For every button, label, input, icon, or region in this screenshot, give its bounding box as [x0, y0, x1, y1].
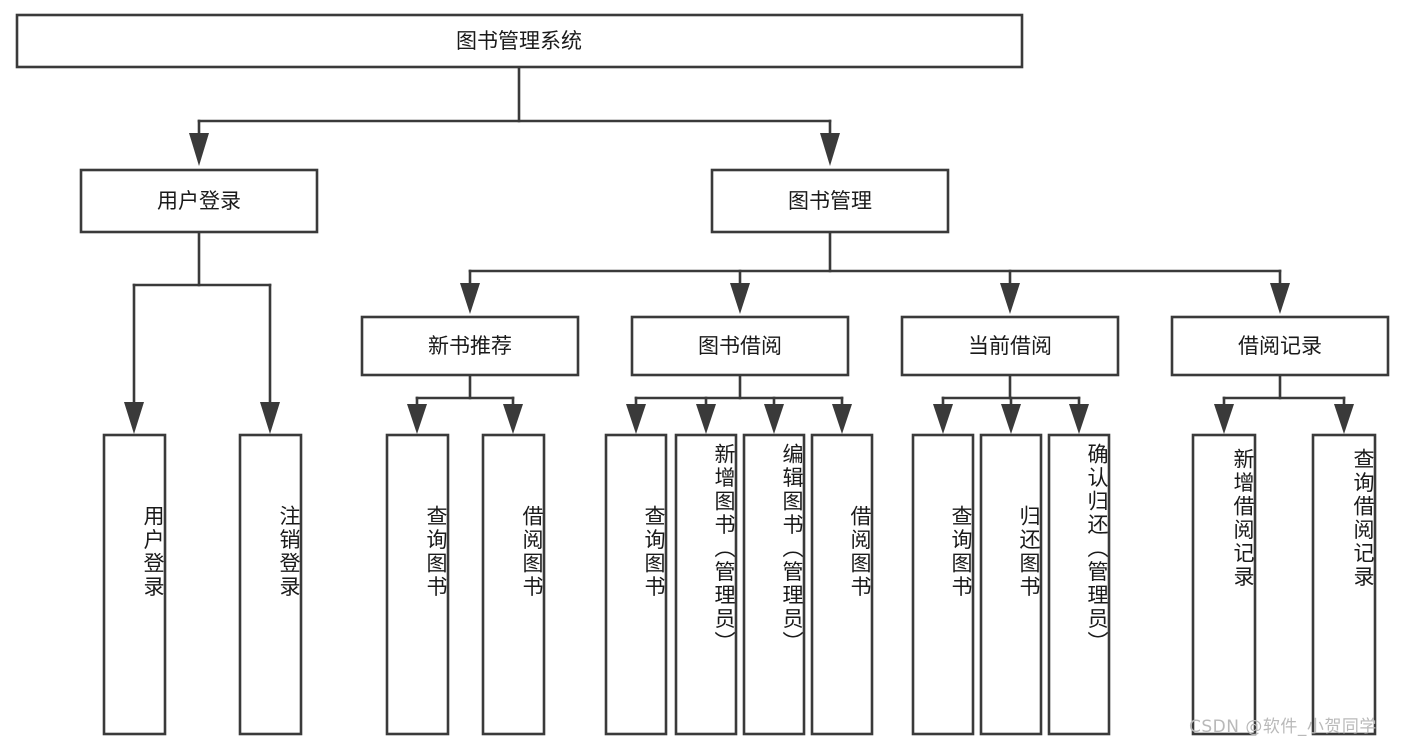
arrowhead-leaf-user-login	[124, 402, 144, 434]
leaf-group-new-book-recommend	[385, 433, 546, 736]
connector-group-bookmgmt-to-level3	[460, 230, 1290, 314]
arrowhead-bookborrow-leaf-1	[626, 404, 646, 434]
arrowhead-bookborrow-leaf-2	[696, 404, 716, 434]
connector-group-userlogin-to-leaves	[124, 230, 280, 434]
leaf-box-logout[interactable]	[238, 433, 303, 736]
connector-group-borrowrecord-to-leaves	[1214, 373, 1354, 434]
node-user-login-box[interactable]	[79, 168, 319, 234]
leaf-box-query-book-3[interactable]	[911, 433, 975, 736]
connector-group-currentborrow-to-leaves	[933, 373, 1089, 434]
arrowhead-newbook-leaf-1	[407, 404, 427, 434]
arrowhead-leaf-logout	[260, 402, 280, 434]
node-current-borrow-label: 当前借阅	[968, 334, 1052, 358]
leaf-box-confirm-return-admin[interactable]	[1047, 433, 1111, 736]
leaf-box-query-book-1[interactable]	[385, 433, 450, 736]
leaf-box-edit-book-admin[interactable]	[742, 433, 806, 736]
arrowhead-user-login	[189, 133, 209, 166]
leaf-box-query-borrow-record[interactable]	[1311, 433, 1377, 736]
node-book-borrow-label: 图书借阅	[698, 334, 782, 358]
arrowhead-book-mgmt	[820, 133, 840, 166]
node-new-book-recommend-box[interactable]	[360, 315, 580, 377]
leaf-box-borrow-book-1[interactable]	[481, 433, 546, 736]
node-book-borrow[interactable]: 图书借阅	[630, 315, 850, 377]
node-current-borrow-box[interactable]	[900, 315, 1120, 377]
arrowhead-borrowrecord-leaf-1	[1214, 404, 1234, 434]
connector-group-newbook-to-leaves	[407, 373, 523, 434]
node-user-login-label: 用户登录	[157, 189, 241, 213]
node-root[interactable]: 图书管理系统	[15, 13, 1024, 69]
leaf-group-borrow-record	[1191, 433, 1377, 736]
arrowhead-current-borrow	[1000, 283, 1020, 314]
leaf-box-add-book-admin[interactable]	[674, 433, 738, 736]
leaf-box-query-book-2[interactable]	[604, 433, 668, 736]
connector-group-root-to-level2	[189, 65, 840, 166]
arrowhead-newbook-leaf-2	[503, 404, 523, 434]
node-book-management-box[interactable]	[710, 168, 950, 234]
node-book-borrow-box[interactable]	[630, 315, 850, 377]
arrowhead-currentborrow-leaf-2	[1001, 404, 1021, 434]
node-book-management-label: 图书管理	[788, 189, 872, 213]
leaf-group-current-borrow	[911, 433, 1111, 736]
arrowhead-currentborrow-leaf-3	[1069, 404, 1089, 434]
leaf-box-add-borrow-record[interactable]	[1191, 433, 1257, 736]
arrowhead-borrowrecord-leaf-2	[1334, 404, 1354, 434]
arrowhead-book-borrow	[730, 283, 750, 314]
node-new-book-recommend-label: 新书推荐	[428, 334, 512, 358]
node-root-label: 图书管理系统	[456, 29, 582, 53]
arrowhead-new-book-recommend	[460, 283, 480, 314]
leaf-box-return-book[interactable]	[979, 433, 1043, 736]
leaf-box-user-login[interactable]	[102, 433, 167, 736]
node-borrow-record[interactable]: 借阅记录	[1170, 315, 1390, 377]
leaf-group-user-login	[102, 433, 303, 736]
node-book-management[interactable]: 图书管理	[710, 168, 950, 234]
node-root-box[interactable]	[15, 13, 1024, 69]
arrowhead-currentborrow-leaf-1	[933, 404, 953, 434]
csdn-watermark: CSDN @软件_小贺同学	[1189, 717, 1377, 737]
leaf-box-borrow-book-2[interactable]	[810, 433, 874, 736]
node-borrow-record-box[interactable]	[1170, 315, 1390, 377]
arrowhead-bookborrow-leaf-3	[764, 404, 784, 434]
connector-group-bookborrow-to-leaves	[626, 373, 852, 434]
node-user-login[interactable]: 用户登录	[79, 168, 319, 234]
node-current-borrow[interactable]: 当前借阅	[900, 315, 1120, 377]
arrowhead-borrow-record	[1270, 283, 1290, 314]
node-new-book-recommend[interactable]: 新书推荐	[360, 315, 580, 377]
arrowhead-bookborrow-leaf-4	[832, 404, 852, 434]
leaf-group-book-borrow	[604, 433, 874, 736]
node-borrow-record-label: 借阅记录	[1238, 334, 1322, 358]
